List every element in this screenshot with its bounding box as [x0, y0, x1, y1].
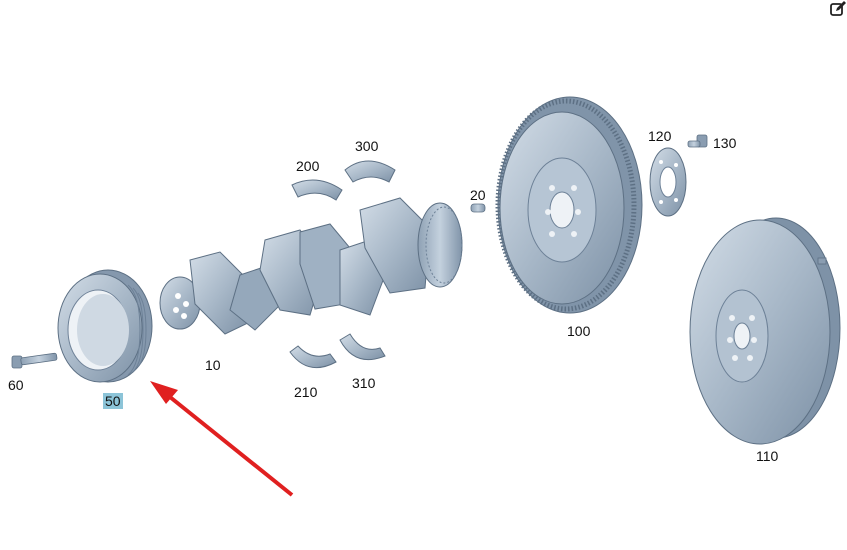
label-20: 20 [470, 187, 486, 203]
label-130: 130 [713, 135, 737, 151]
pointer-arrow [150, 381, 294, 497]
label-10: 10 [205, 357, 221, 373]
part-100-flywheel [495, 96, 643, 314]
label-300: 300 [355, 138, 379, 154]
part-200-bearing-shell [291, 179, 343, 201]
label-200: 200 [296, 158, 320, 174]
edit-button[interactable] [829, 0, 847, 18]
part-130-bolt [687, 134, 708, 148]
part-20-pin [470, 203, 486, 213]
part-210-bearing-shell [289, 345, 337, 369]
part-120-plate [649, 147, 687, 217]
part-110-disc [689, 217, 841, 445]
part-10-crankshaft [159, 197, 463, 335]
label-50-highlight: 50 [103, 393, 123, 409]
label-60: 60 [8, 377, 24, 393]
label-210: 210 [294, 384, 318, 400]
label-110: 110 [756, 448, 779, 464]
label-100: 100 [567, 323, 591, 339]
part-300-bearing-shell [344, 160, 396, 183]
part-310-bearing-shell [339, 333, 386, 360]
label-310: 310 [352, 375, 376, 391]
part-50-pulley [57, 269, 153, 383]
label-120: 120 [648, 128, 672, 144]
part-60-bolt [11, 352, 58, 369]
edit-icon [830, 1, 846, 16]
